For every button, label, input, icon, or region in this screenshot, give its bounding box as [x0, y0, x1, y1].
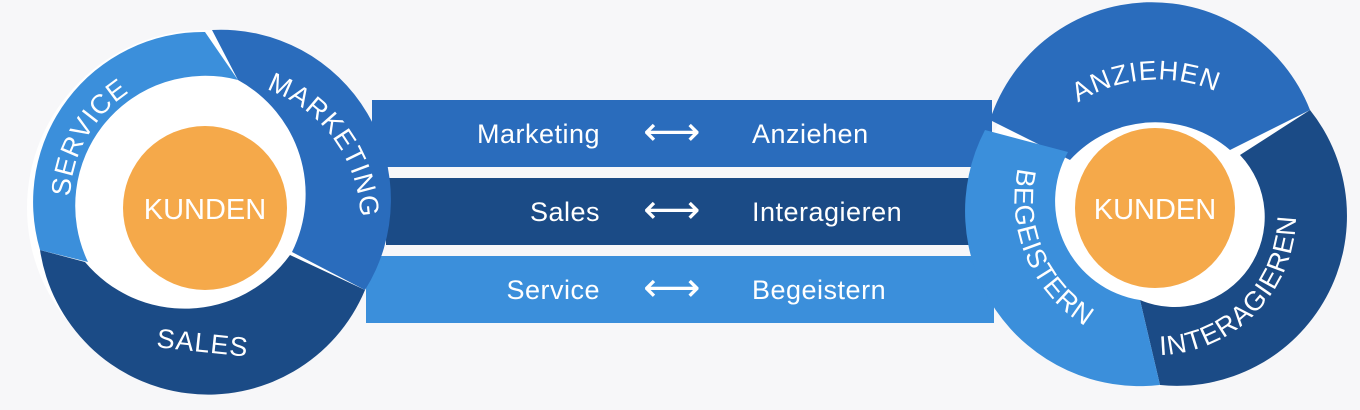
left-segment-marketing — [212, 29, 391, 290]
mapping-to-interagieren: Interagieren — [752, 197, 902, 227]
band-sales-interagieren — [386, 178, 976, 245]
right-segment-begeistern — [965, 130, 1160, 387]
left-segment-sales — [40, 250, 365, 395]
left-core-circle — [123, 126, 287, 290]
mapping-bands — [366, 100, 994, 323]
mapping-from-service: Service — [506, 275, 600, 305]
mapping-from-sales: Sales — [530, 197, 600, 227]
left-cycle: SERVICE MARKETING SALES KUNDEN — [27, 29, 391, 395]
right-cycle: ANZIEHEN INTERAGIEREN BEGEISTERN KUNDEN — [965, 2, 1347, 387]
mapping-arrow-marketing: ⟷ — [643, 110, 701, 154]
mapping-from-marketing: Marketing — [477, 119, 600, 149]
right-core-circle — [1075, 128, 1235, 288]
mapping-arrow-service: ⟷ — [643, 266, 701, 310]
left-segment-service — [33, 31, 238, 263]
band-marketing-anziehen — [372, 100, 992, 167]
band-service-begeistern — [366, 256, 994, 323]
mapping-to-anziehen: Anziehen — [752, 119, 869, 149]
mapping-texts: Marketing ⟷ Anziehen Sales ⟷ Interagiere… — [477, 110, 902, 310]
left-core-label: KUNDEN — [144, 194, 266, 226]
right-core-label: KUNDEN — [1094, 194, 1216, 226]
mapping-arrow-sales: ⟷ — [643, 188, 701, 232]
mapping-to-begeistern: Begeistern — [752, 275, 886, 305]
right-segment-anziehen — [990, 2, 1310, 161]
right-segment-interagieren — [1140, 110, 1347, 386]
